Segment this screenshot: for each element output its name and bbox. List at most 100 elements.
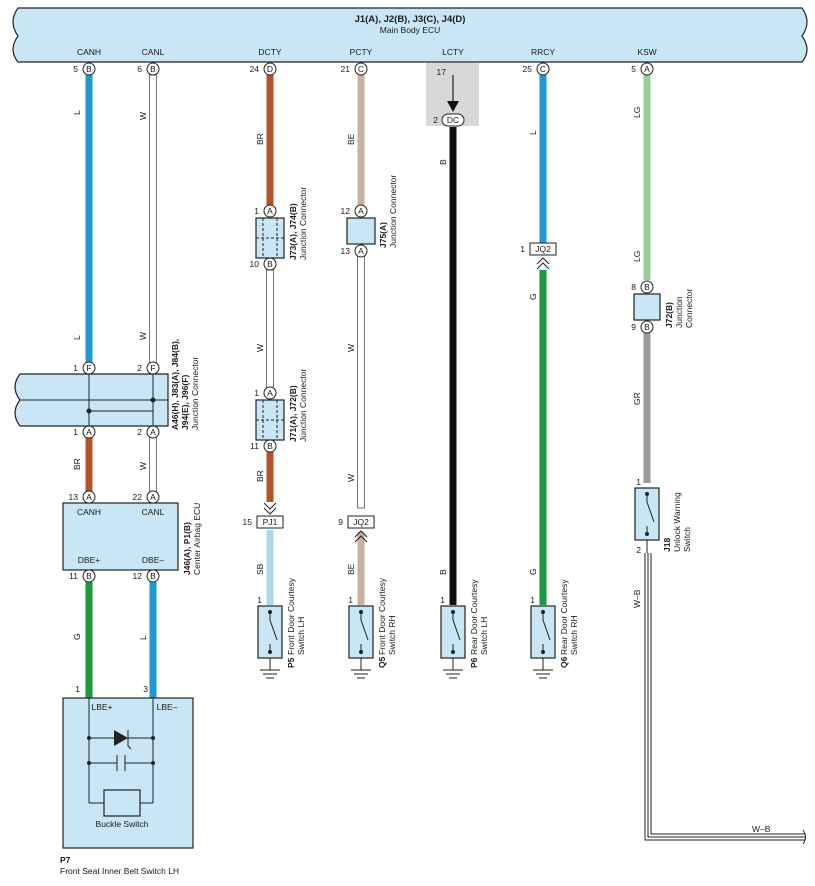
wire-canh <box>85 75 93 365</box>
p5-l2: Switch LH <box>296 617 306 655</box>
j75-p2: 13 <box>341 246 351 256</box>
j71-desc: Junction Connector <box>298 369 308 442</box>
belt-p3: 3 <box>143 684 148 694</box>
label-canh2: L <box>72 335 82 340</box>
switch-q6: 1 Q6 Rear Door Courtesy Switch RH <box>530 579 579 679</box>
j73-p1: 1 <box>254 206 259 216</box>
label-kswb: W–B <box>632 589 642 608</box>
j18-pin2: 2 <box>636 545 641 555</box>
inline-connectors: PJ1 15 JQ2 9 JQ2 1 <box>243 242 557 543</box>
switch-p6: 1 P6 Rear Door Courtesy Switch LH <box>440 579 489 679</box>
a46-c2: F <box>150 363 155 373</box>
label-dcty: BR <box>255 133 265 145</box>
label-rrcy2: G <box>528 293 538 300</box>
switch-q5: 1 Q5 Front Door Courtesy Switch RH <box>348 577 397 679</box>
a46-c3: A <box>86 427 92 437</box>
pj1-label: PJ1 <box>263 517 278 527</box>
j71-c2: B <box>267 441 273 451</box>
pin-dcty-letter: D <box>267 64 273 74</box>
label-kswb2: W–B <box>752 824 771 834</box>
a46-name1: A46(H), J83(A), J84(B), <box>170 339 180 430</box>
j75-c1: A <box>358 206 364 216</box>
belt-switch-p7: 1 3 LBE+ LBE– Buckle Switch P7 Front Sea… <box>60 684 194 876</box>
airbag-p11: 11 <box>69 571 78 581</box>
belt-id: P7 <box>60 855 71 865</box>
label-dbem: L <box>138 635 148 640</box>
label-dcty3: BR <box>255 470 265 482</box>
q5-l1: Front Door Courtesy <box>377 577 387 655</box>
pin-ksw-num: 5 <box>631 64 636 74</box>
junction-j73: A 1 B 10 J73(A), J74(B) Junction Connect… <box>250 187 308 271</box>
label-ksw2: LG <box>632 251 642 262</box>
wire-ksw <box>643 75 651 280</box>
j73-p2: 10 <box>250 259 260 269</box>
j18-id: J18 <box>662 538 672 552</box>
label-canh3: BR <box>72 458 82 470</box>
airbag-name: J46(A), P1(B) <box>182 522 192 575</box>
j73-desc: Junction Connector <box>298 187 308 260</box>
j71-name: J71(A), J72(B) <box>288 385 298 442</box>
j72b-c1: B <box>644 282 650 292</box>
signal-lcty: LCTY <box>442 47 464 57</box>
wire-w-b <box>644 553 805 841</box>
belt-name: Front Seat Inner Belt Switch LH <box>60 866 179 876</box>
j71-p2: 11 <box>250 441 259 451</box>
pj1-pin: 15 <box>243 517 253 527</box>
j75-p1: 12 <box>341 206 351 216</box>
belt-lbep: LBE+ <box>91 702 112 712</box>
label-pcty4: BE <box>346 563 356 575</box>
q6-pin: 1 <box>530 595 535 605</box>
switch-j18: 1 2 J18 Unlock Warning Switch <box>634 477 692 555</box>
label-rrcy3: G <box>528 568 538 575</box>
q5-pin: 1 <box>348 595 353 605</box>
q6-l1: Rear Door Courtesy <box>559 579 569 655</box>
j72b-desc1: Junction <box>674 296 684 328</box>
ecu-title: J1(A), J2(B), J3(C), J4(D) <box>355 14 466 25</box>
junction-j71: A 1 B 11 J71(A), J72(B) Junction Connect… <box>250 369 308 453</box>
a46-name2: J94(E), J96(F) <box>180 375 190 430</box>
signal-canh: CANH <box>77 47 101 57</box>
a46-c1: F <box>86 363 91 373</box>
wire-w-b-end <box>802 829 806 845</box>
signal-pcty: PCTY <box>350 47 373 57</box>
pin-rrcy-letter: C <box>540 64 546 74</box>
ecu-name: Main Body ECU <box>380 25 440 35</box>
wire-pcty <box>357 75 365 205</box>
label-pcty2: W <box>346 344 356 352</box>
j75-name: J75(A) <box>378 222 388 248</box>
j75-c2: A <box>358 246 364 256</box>
wire-dcty-w <box>266 269 274 389</box>
junction-a46: F 1 F 2 A 1 A 2 A46(H), J83(A), J84(B), … <box>14 339 200 439</box>
airbag-desc: Center Airbag ECU <box>192 503 202 575</box>
wire-lcty-b <box>449 127 457 605</box>
j18-l2: Switch <box>682 527 692 552</box>
a46-p1: 1 <box>73 363 78 373</box>
airbag-p12: 12 <box>133 571 143 581</box>
wire-pcty-w <box>357 255 365 509</box>
jq2b-pin: 1 <box>520 244 525 254</box>
j71-p1: 1 <box>254 388 259 398</box>
label-canl2: W <box>138 332 148 340</box>
wire-pcty-be <box>357 532 365 605</box>
label-dcty2: W <box>255 344 265 352</box>
pin-pcty-letter: C <box>358 64 364 74</box>
jq2b-label: JQ2 <box>535 244 551 254</box>
center-airbag-ecu: CANH CANL DBE+ DBE– A 13 A 22 B 11 B 12 … <box>62 490 202 583</box>
pin-canl-letter: B <box>150 64 156 74</box>
pin-pcty-num: 21 <box>341 64 351 74</box>
j75-desc: Junction Connector <box>388 175 398 248</box>
signal-canl: CANL <box>142 47 165 57</box>
q5-l2: Switch RH <box>387 615 397 655</box>
a46-p4: 2 <box>137 427 142 437</box>
p5-l1: Front Door Courtesy <box>286 577 296 655</box>
pin-canl-num: 6 <box>137 64 142 74</box>
p5-id: P5 <box>286 657 296 668</box>
pin-rrcy-num: 25 <box>523 64 533 74</box>
junction-j75: A 12 A 13 J75(A) Junction Connector <box>341 175 398 258</box>
label-ksw3: GR <box>632 392 642 405</box>
main-body-ecu: J1(A), J2(B), J3(C), J4(D) Main Body ECU… <box>12 7 808 63</box>
wire-rrcy-g <box>539 270 547 605</box>
a46-desc: Junction Connector <box>190 357 200 430</box>
wire-labels: L W BR BE B L LG L W W W G LG GR BR W BR… <box>72 107 771 834</box>
airbag-c22: A <box>150 492 156 502</box>
